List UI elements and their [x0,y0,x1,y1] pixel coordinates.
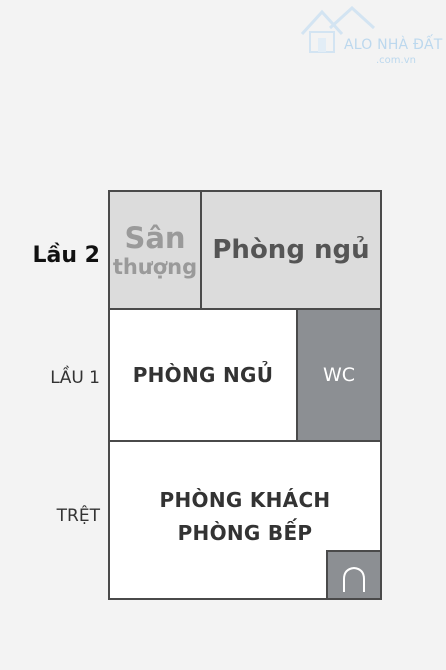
room-label-line: PHÒNG BẾP [177,521,313,545]
floor-label-tret: TRỆT [56,506,100,526]
room-label-line: Sân [124,221,186,255]
floor-label-lau-2: Lầu 2 [32,243,101,268]
room-rooftop-terrace: Sân thượng [108,190,202,310]
house-outline-icon [300,6,376,53]
watermark-brand: ALO NHÀ ĐẤT [344,37,443,53]
room-label: Phòng ngủ [212,235,370,265]
entrance-door [326,550,382,600]
watermark: ALO NHÀ ĐẤT .com.vn [300,6,443,66]
room-label: WC [322,364,356,386]
floor-plan: Sân thượng Phòng ngủ PHÒNG NGỦ WC PHÒNG … [108,190,382,600]
room-label-line: thượng [112,255,198,279]
floor-label-lau-1: LẦU 1 [50,368,100,388]
room-label: PHÒNG NGỦ [132,363,274,387]
door-arch-icon [343,566,365,592]
room-label-line: PHÒNG KHÁCH [159,488,331,512]
room-wc: WC [296,308,382,442]
room-bedroom-lau-2: Phòng ngủ [200,190,382,310]
room-bedroom-lau-1: PHÒNG NGỦ [108,308,298,442]
room-living-kitchen: PHÒNG KHÁCH PHÒNG BẾP [108,440,382,600]
watermark-domain: .com.vn [376,55,416,66]
